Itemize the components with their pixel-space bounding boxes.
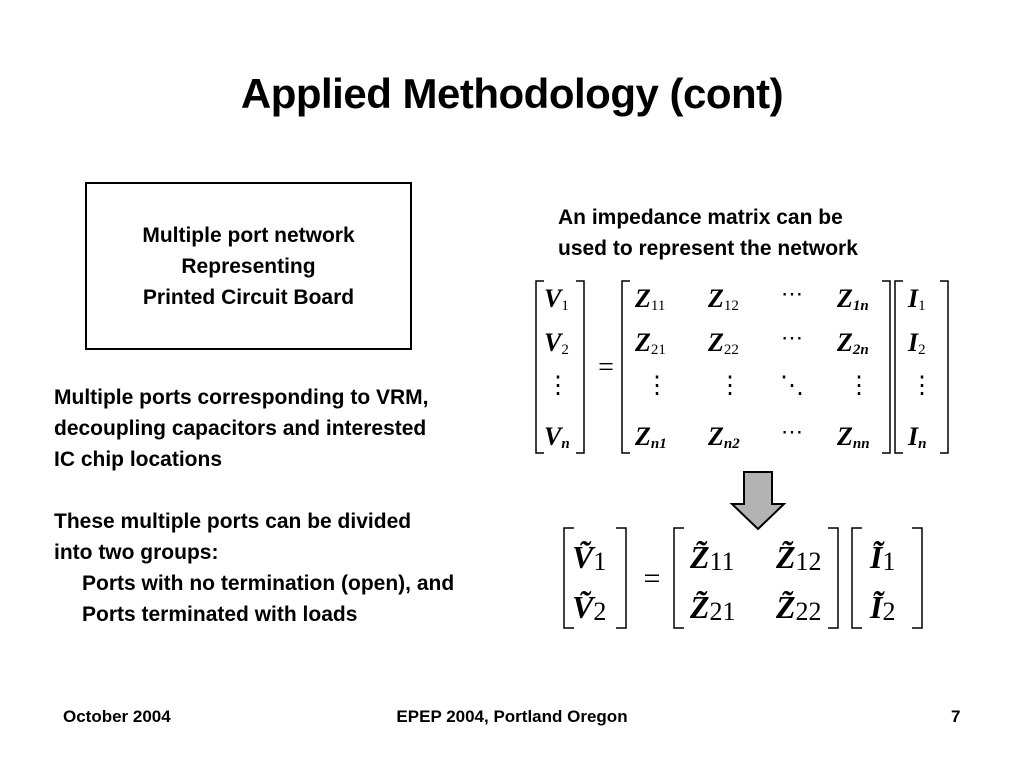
voltage-entry: V2 [544,328,569,358]
impedance-ellipsis: ⋮ [847,373,871,399]
groups-note-item-2: Ports terminated with loads [82,603,358,626]
ports-note-line-1: Multiple ports corresponding to VRM, [54,386,429,409]
reduced-matrix-equation: Ṽ1 Ṽ2 = Z̃11 Z̃12 Z̃21 Z̃22 Ĩ1 Ĩ2 [563,527,923,629]
matrix-brackets [535,280,949,454]
impedance-entry: Zn2 [707,422,740,452]
impedance-ellipsis: ⋮ [645,373,669,399]
ports-note-line-3: IC chip locations [54,448,223,471]
impedance-entry: Z2n [836,328,869,358]
voltage-entry: V1 [544,284,569,314]
current-ellipsis: ⋮ [910,373,934,399]
equals-sign: = [598,352,614,383]
reduced-impedance-entry: Z̃12 [775,539,822,576]
ports-note: Multiple ports corresponding to VRM, dec… [54,382,429,475]
reduced-impedance-matrix: Z̃11 Z̃12 Z̃21 Z̃22 [689,539,822,626]
voltage-ellipsis: ⋮ [546,373,570,399]
impedance-entry: Znn [836,422,870,452]
groups-note-line-1: These multiple ports can be divided [54,510,412,533]
reduced-voltage-vector: Ṽ1 Ṽ2 [572,539,606,626]
impedance-matrix-equation: V1 V2 ⋮ Vn = Z11 Z12 ⋯ Z1n Z21 Z22 ⋯ Z2n… [535,280,949,454]
current-entry: I1 [907,284,926,314]
network-box: Multiple port network Representing Print… [85,182,412,350]
reduced-current-entry: Ĩ1 [869,539,895,576]
impedance-entry: Z12 [707,284,739,314]
arrow-shape [729,471,787,531]
impedance-note-line-2: used to represent the network [558,237,858,260]
reduced-impedance-entry: Z̃11 [689,539,735,576]
groups-note-line-2: into two groups: [54,541,219,564]
impedance-ellipsis: ⋯ [781,325,803,350]
impedance-matrix: Z11 Z12 ⋯ Z1n Z21 Z22 ⋯ Z2n ⋮ ⋮ ⋱ ⋮ Zn1 … [634,281,871,452]
impedance-ellipsis: ⋱ [780,373,804,399]
reduced-impedance-entry: Z̃21 [689,589,736,626]
impedance-entry: Z1n [836,284,869,314]
footer-date: October 2004 [63,707,171,726]
reduced-voltage-entry: Ṽ2 [572,589,606,626]
impedance-ellipsis: ⋯ [781,419,803,444]
groups-note: These multiple ports can be divided into… [54,506,454,630]
network-box-line-3: Printed Circuit Board [142,285,355,309]
footer-event: EPEP 2004, Portland Oregon [396,707,628,726]
reduced-equals-sign: = [644,562,661,595]
footer-page-number: 7 [951,707,961,726]
reduced-current-vector: Ĩ1 Ĩ2 [869,539,895,626]
groups-note-item-1: Ports with no termination (open), and [82,572,455,595]
reduced-impedance-entry: Z̃22 [775,589,822,626]
voltage-entry: Vn [544,422,570,452]
network-box-line-2: Representing [181,254,316,278]
current-entry: I2 [907,328,926,358]
impedance-entry: Z22 [707,328,739,358]
impedance-entry: Z11 [634,284,665,314]
slide-title: Applied Methodology (cont) [240,70,784,117]
impedance-entry: Z21 [634,328,666,358]
down-arrow-icon [729,471,787,531]
reduced-current-entry: Ĩ2 [869,589,895,626]
reduced-matrix-brackets [563,527,923,629]
impedance-note: An impedance matrix can be used to repre… [558,202,858,264]
current-entry: In [907,422,926,452]
impedance-ellipsis: ⋯ [781,281,803,306]
voltage-vector: V1 V2 ⋮ Vn [544,284,570,452]
current-vector: I1 I2 ⋮ In [907,284,934,452]
ports-note-line-2: decoupling capacitors and interested [54,417,427,440]
impedance-ellipsis: ⋮ [718,373,742,399]
impedance-entry: Zn1 [634,422,667,452]
impedance-note-line-1: An impedance matrix can be [558,206,843,229]
network-box-line-1: Multiple port network [142,223,355,247]
reduced-voltage-entry: Ṽ1 [572,539,606,576]
